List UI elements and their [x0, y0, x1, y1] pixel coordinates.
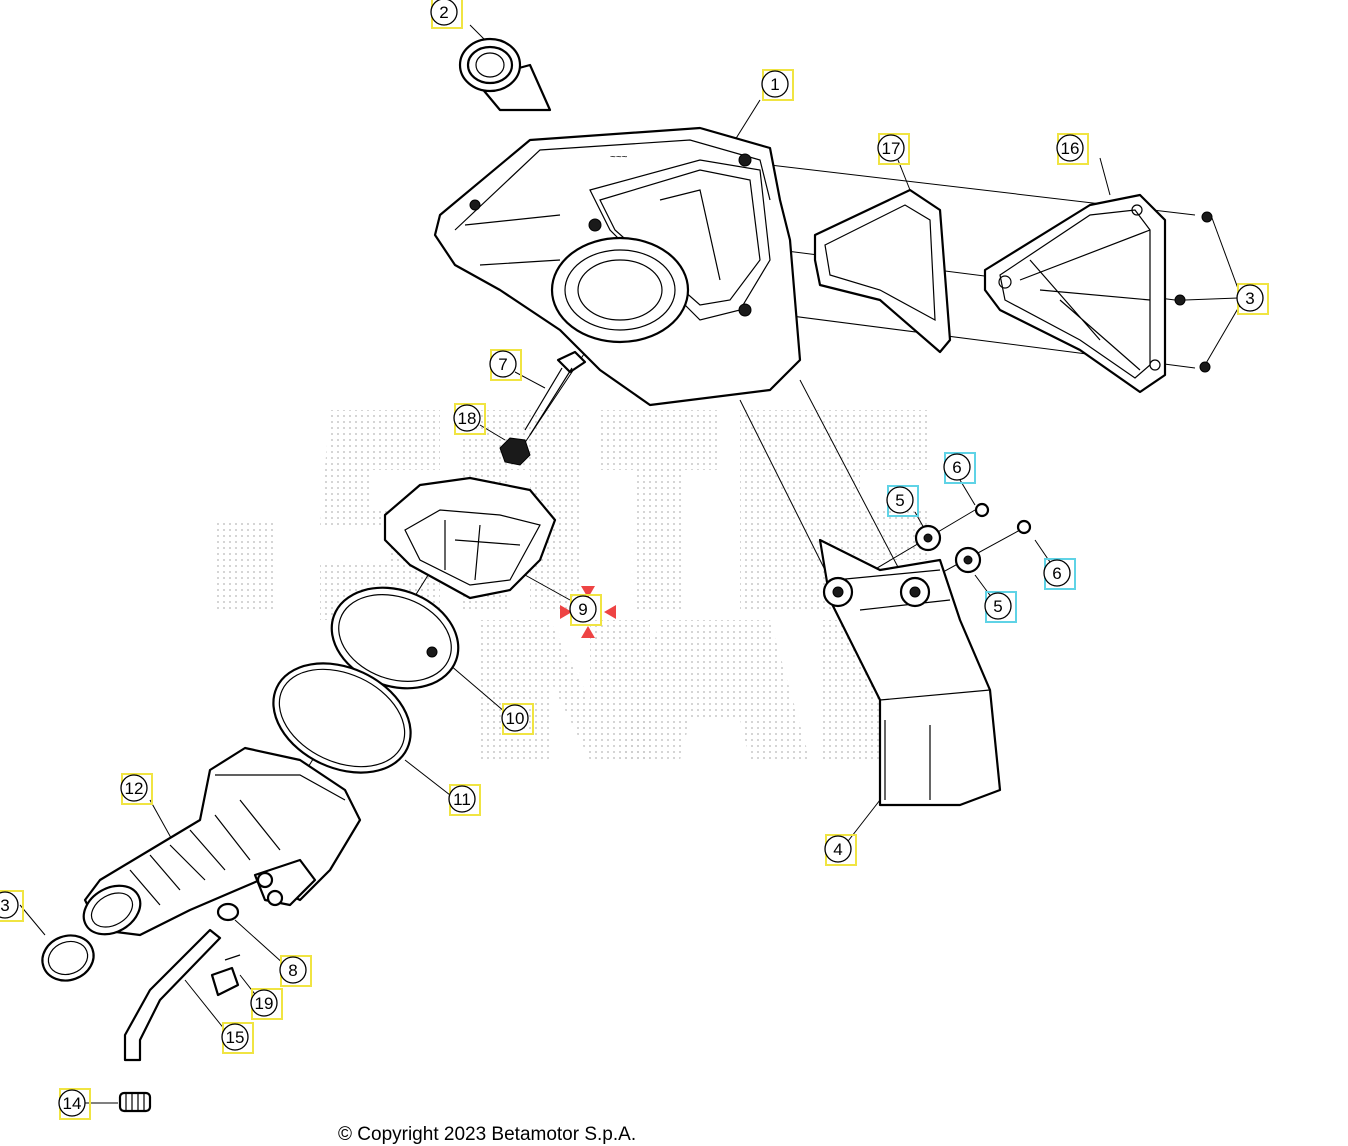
- callout-label: 3: [0, 896, 9, 915]
- callout-circle: [453, 404, 481, 432]
- callout-circle: [120, 774, 148, 802]
- part-14-hose-clamp: [118, 1091, 152, 1113]
- callout-label: 5: [895, 491, 904, 510]
- callout-1: 1: [761, 69, 794, 101]
- part-8-clamp: [216, 902, 240, 922]
- callout-label: 6: [1052, 564, 1061, 583]
- callout-5: 5: [984, 591, 1017, 623]
- callout-label: 17: [882, 139, 901, 158]
- callout-circle: [1043, 559, 1071, 587]
- callout-4: 4: [824, 834, 857, 866]
- part-6-screws: [974, 502, 1032, 535]
- position-marker-icon: [560, 586, 616, 638]
- part-7-bolt: [524, 350, 587, 436]
- callout-label: 11: [453, 790, 471, 809]
- callout-box: [0, 890, 24, 922]
- callout-label: 4: [833, 840, 842, 859]
- callout-label: 12: [125, 779, 144, 798]
- callout-circle: [1056, 134, 1084, 162]
- part-4-duct: [818, 538, 1002, 807]
- callout-8: 8: [279, 955, 312, 987]
- callout-label: 6: [952, 458, 961, 477]
- svg-text:~~~: ~~~: [610, 152, 628, 163]
- callout-circle: [448, 785, 476, 813]
- callout-label: 2: [439, 3, 448, 22]
- callout-17: 17: [877, 133, 910, 165]
- callout-2: 2: [430, 0, 463, 29]
- part-3-clamp-ring: [41, 934, 95, 982]
- callout-label: 9: [578, 600, 587, 619]
- callout-19: 19: [250, 988, 283, 1020]
- callout-label: 10: [506, 709, 525, 728]
- callout-label: 15: [226, 1028, 245, 1047]
- part-11-ring-seal: [272, 662, 412, 774]
- callout-12: 12: [120, 773, 153, 805]
- callout-label: 7: [498, 355, 507, 374]
- callout-5: 5: [886, 485, 919, 517]
- callout-circle: [501, 704, 529, 732]
- part-16-cover: [983, 193, 1167, 394]
- callout-circle: [877, 134, 905, 162]
- callout-label: 16: [1061, 139, 1080, 158]
- callout-circle: [279, 956, 307, 984]
- part-5-washers: [914, 524, 982, 574]
- callout-6: 6: [1043, 558, 1076, 590]
- callout-circle: [430, 0, 458, 26]
- part-18-grommet: [499, 437, 531, 466]
- callout-circle: [58, 1089, 86, 1117]
- part-9-air-filter: [383, 476, 557, 600]
- callout-15: 15: [221, 1022, 254, 1054]
- part-12-intake-boot: [82, 746, 362, 937]
- callout-3: 3: [1236, 283, 1269, 315]
- callout-16: 16: [1056, 133, 1089, 165]
- callout-circle: [943, 453, 971, 481]
- callout-circle: [489, 350, 517, 378]
- callout-label: 19: [255, 994, 274, 1013]
- callout-label: 14: [63, 1094, 82, 1113]
- callout-6: 6: [943, 452, 976, 484]
- copyright-notice: © Copyright 2023 Betamotor S.p.A.: [338, 1124, 637, 1145]
- callout-label: 3: [1245, 289, 1254, 308]
- part-15-hose: [123, 928, 222, 1062]
- callout-circle: [824, 835, 852, 863]
- callout-circle: [984, 592, 1012, 620]
- callout-circle: [761, 70, 789, 98]
- callout-9: 9: [569, 594, 602, 626]
- part-19-nipple: [210, 954, 241, 997]
- callout-label: 8: [288, 961, 297, 980]
- callout-label: 5: [993, 597, 1002, 616]
- callout-label: 1: [770, 75, 779, 94]
- callout-circle: [1236, 284, 1264, 312]
- callout-label: 18: [458, 409, 477, 428]
- callout-circle: [569, 595, 597, 623]
- callout-circle: [0, 891, 19, 919]
- callout-3: 3: [0, 890, 24, 922]
- part-2-cap: [458, 37, 552, 112]
- callout-7: 7: [489, 349, 522, 381]
- callout-10: 10: [501, 703, 534, 735]
- callout-11: 11: [448, 784, 481, 816]
- callout-14: 14: [58, 1088, 91, 1120]
- callout-18: 18: [453, 403, 486, 435]
- part-1-airbox-housing: ~~~: [433, 126, 802, 407]
- watermark: [215, 410, 950, 760]
- callout-circle: [221, 1023, 249, 1051]
- callout-circle: [886, 486, 914, 514]
- callout-circle: [250, 989, 278, 1017]
- part-17-gasket: [813, 188, 952, 354]
- part-3-screws: [1174, 211, 1213, 373]
